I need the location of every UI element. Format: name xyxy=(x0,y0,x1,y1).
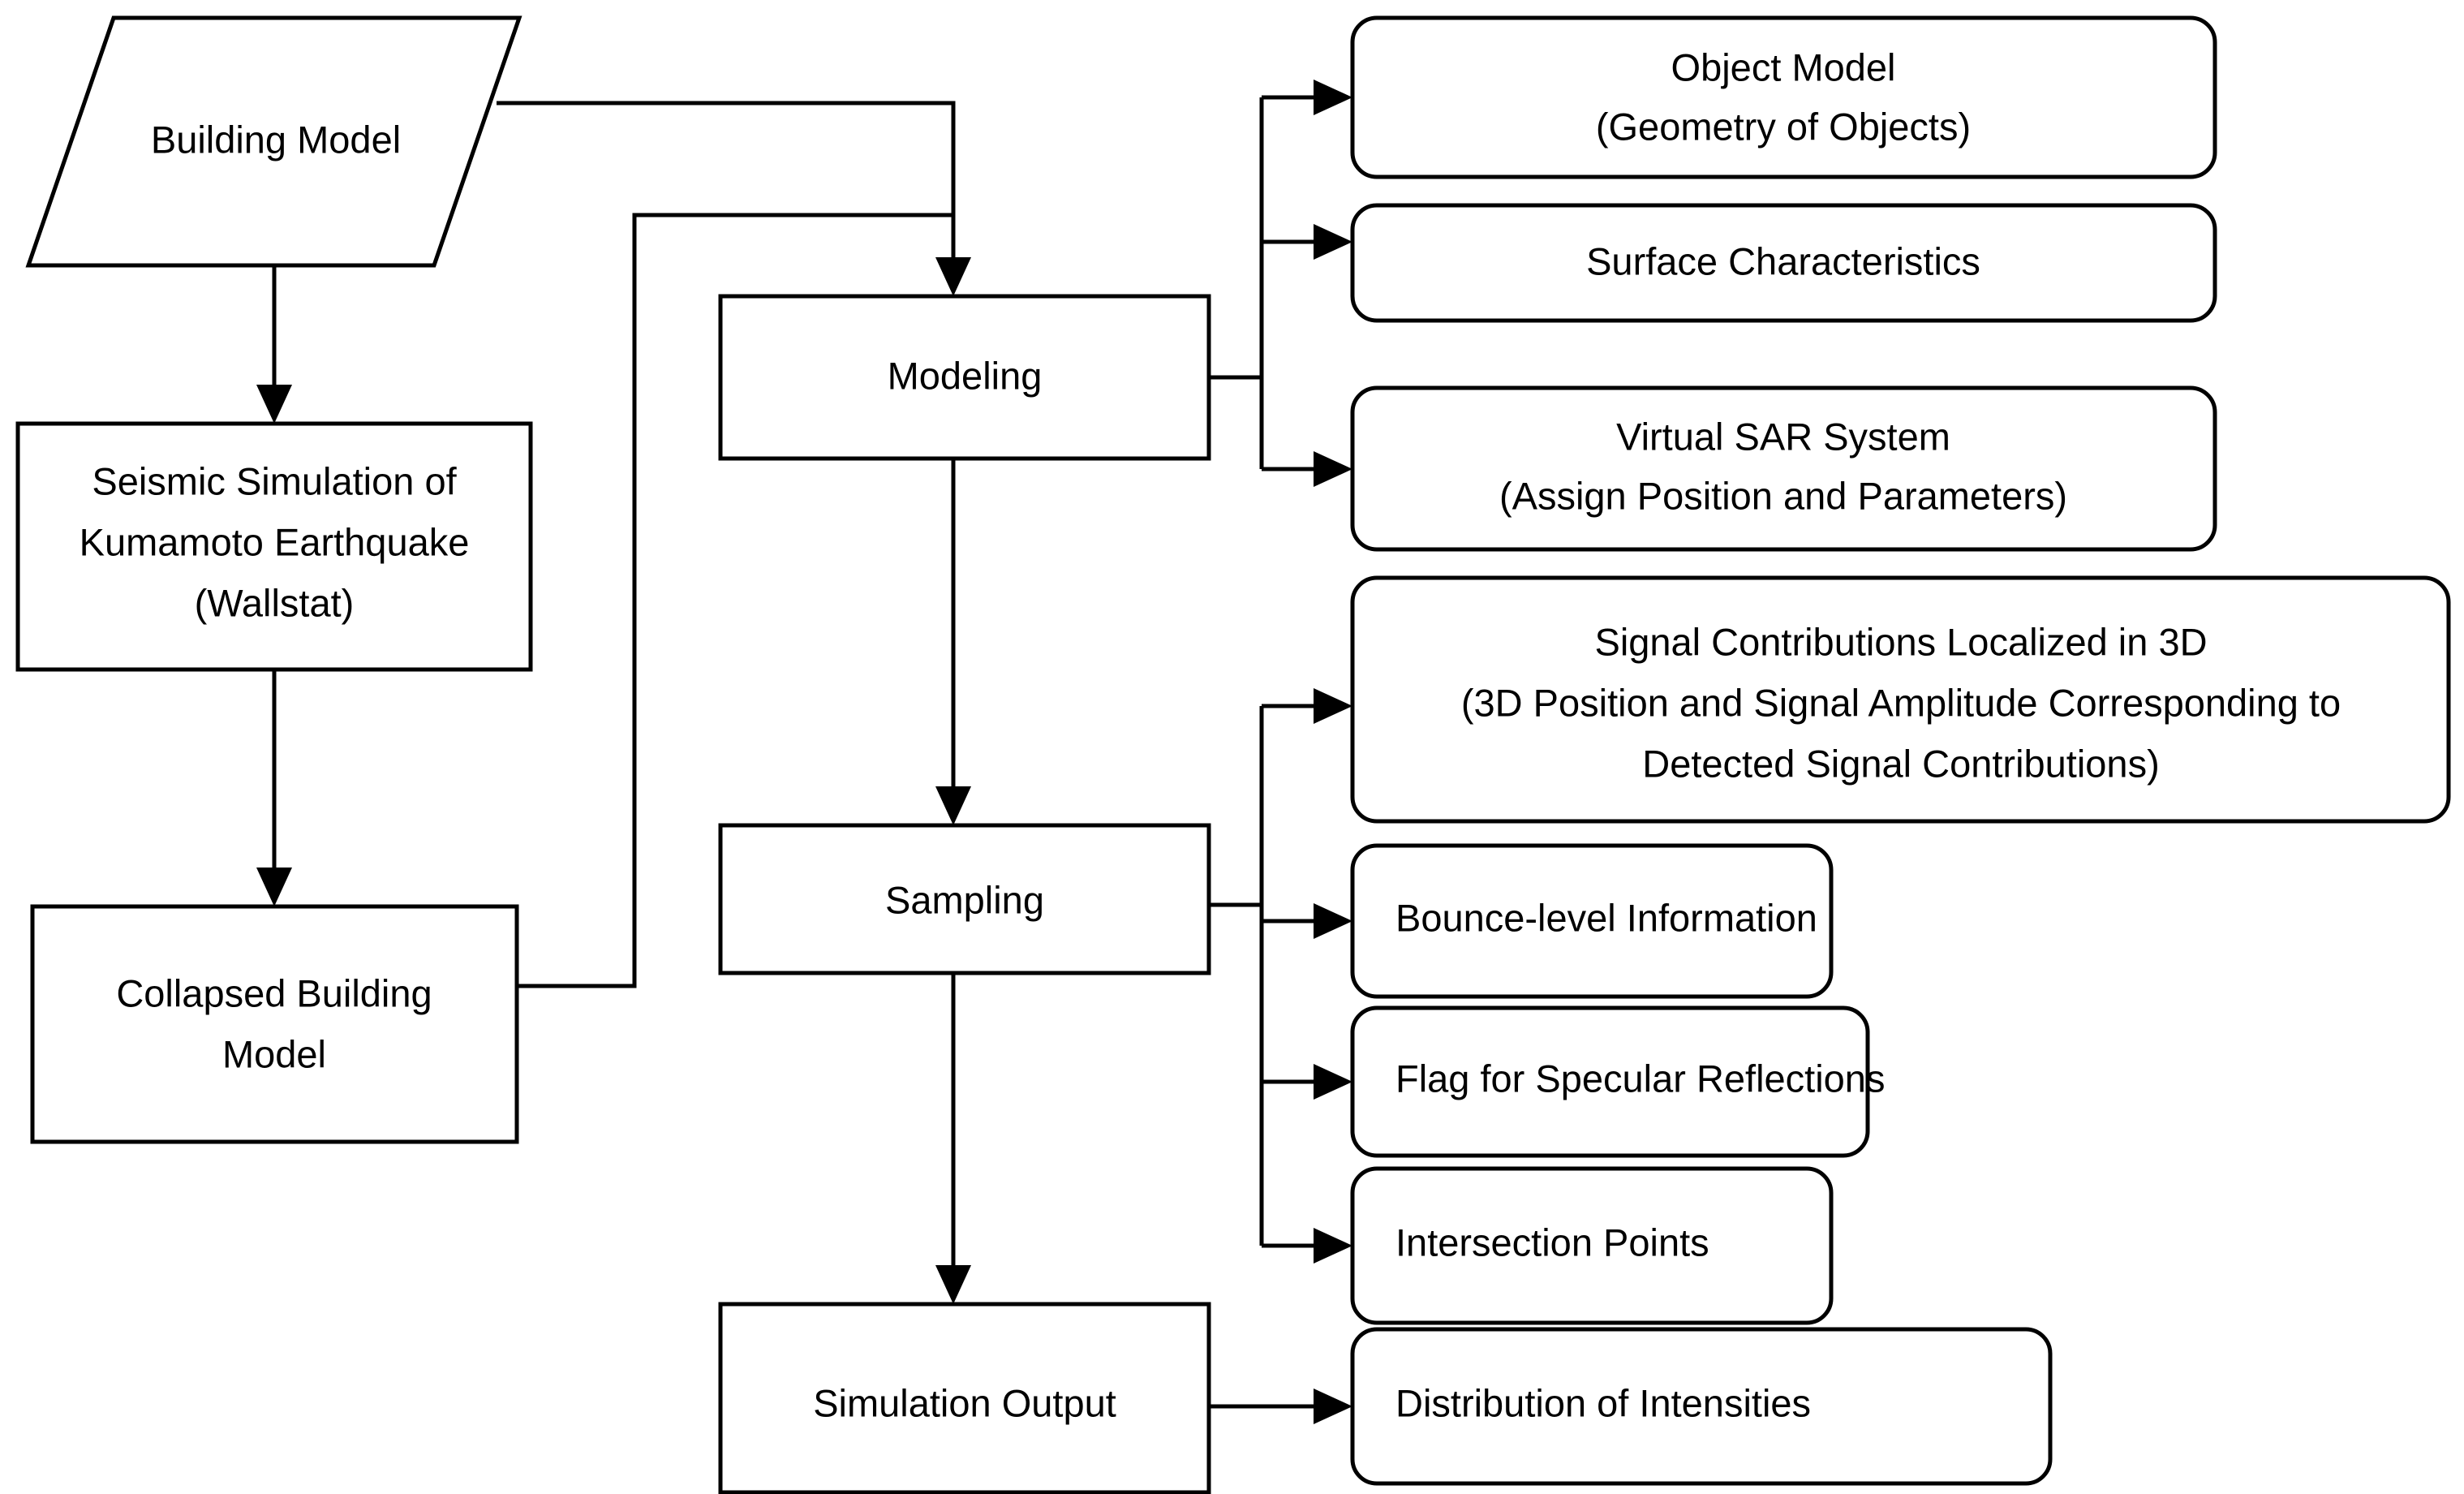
node-building-model[interactable]: Building Model xyxy=(25,15,522,268)
virtual-sar-system-shape xyxy=(1350,385,2217,552)
bounce-level-information-label: Bounce-level Information xyxy=(1395,896,1817,939)
object-model-line1: Object Model xyxy=(1671,45,1896,88)
signal-contributions-line2: (3D Position and Signal Amplitude Corres… xyxy=(1461,681,2341,724)
arrow-head-to-modeling xyxy=(935,257,971,296)
node-intersection-points[interactable]: Intersection Points xyxy=(1350,1166,1834,1325)
arrow-head-signal-contributions xyxy=(1314,688,1352,724)
arrow-head-surface-characteristics xyxy=(1314,224,1352,260)
intersection-points-shape xyxy=(1350,1166,1834,1325)
node-signal-contributions[interactable]: Signal Contributions Localized in 3D (3D… xyxy=(1350,575,2451,824)
object-model-shape xyxy=(1350,15,2217,179)
signal-contributions-shape xyxy=(1350,575,2451,824)
arrow-head-modeling-to-sampling xyxy=(935,786,971,825)
node-bounce-level-information[interactable]: Bounce-level Information xyxy=(1350,843,1834,999)
arrow-head-seismic-to-collapsed xyxy=(256,868,292,906)
simulation-output-shape xyxy=(718,1302,1211,1494)
collapsed-building-model-line2: Model xyxy=(222,1032,326,1075)
arrow-head-sampling-to-simulation-output xyxy=(935,1265,971,1304)
signal-contributions-line1: Signal Contributions Localized in 3D xyxy=(1594,620,2207,663)
arrow-head-bounce-level xyxy=(1314,903,1352,939)
seismic-simulation-line1: Seismic Simulation of xyxy=(92,459,457,502)
surface-characteristics-label: Surface Characteristics xyxy=(1586,239,1980,282)
flag-specular-reflections-shape xyxy=(1350,1005,1870,1158)
modeling-label: Modeling xyxy=(888,354,1043,397)
distribution-of-intensities-shape xyxy=(1350,1327,2053,1486)
distribution-of-intensities-label: Distribution of Intensities xyxy=(1395,1381,1811,1424)
simulation-output-label: Simulation Output xyxy=(813,1381,1116,1424)
node-surface-characteristics[interactable]: Surface Characteristics xyxy=(1350,203,2217,323)
surface-characteristics-shape xyxy=(1350,203,2217,323)
node-simulation-output[interactable]: Simulation Output xyxy=(718,1302,1211,1494)
arrow-head-virtual-sar xyxy=(1314,451,1352,487)
arrow-head-flag-specular xyxy=(1314,1064,1352,1100)
edge-building-model-to-modeling xyxy=(497,101,956,268)
bounce-level-information-shape xyxy=(1350,843,1834,999)
node-modeling[interactable]: Modeling xyxy=(718,294,1211,461)
collapsed-building-model-shape xyxy=(30,904,519,1144)
seismic-simulation-shape xyxy=(15,421,533,672)
sampling-shape xyxy=(718,823,1211,975)
arrow-head-intersection-points xyxy=(1314,1228,1352,1264)
virtual-sar-system-line1: Virtual SAR System xyxy=(1616,415,1950,458)
node-sampling[interactable]: Sampling xyxy=(718,823,1211,975)
edge-collapsed-to-modeling xyxy=(517,213,953,988)
sampling-label: Sampling xyxy=(885,878,1044,921)
flag-specular-reflections-label: Flag for Specular Reflections xyxy=(1395,1057,1885,1100)
signal-contributions-line3: Detected Signal Contributions) xyxy=(1642,742,2159,785)
node-virtual-sar-system[interactable]: Virtual SAR System (Assign Position and … xyxy=(1350,385,2217,552)
seismic-simulation-line2: Kumamoto Earthquake xyxy=(80,520,470,563)
modeling-shape xyxy=(718,294,1211,461)
arrow-head-object-model xyxy=(1314,80,1352,115)
virtual-sar-system-line2: (Assign Position and Parameters) xyxy=(1499,474,2067,517)
intersection-points-label: Intersection Points xyxy=(1395,1221,1709,1264)
arrow-head-distribution xyxy=(1314,1389,1352,1424)
arrow-head-building-model-to-seismic xyxy=(256,385,292,424)
building-model-shape xyxy=(25,15,522,268)
collapsed-building-model-line1: Collapsed Building xyxy=(116,971,432,1014)
node-object-model[interactable]: Object Model (Geometry of Objects) xyxy=(1350,15,2217,179)
node-flag-specular-reflections[interactable]: Flag for Specular Reflections xyxy=(1350,1005,1885,1158)
node-collapsed-building-model[interactable]: Collapsed Building Model xyxy=(30,904,519,1144)
building-model-label: Building Model xyxy=(151,118,401,161)
edge-layer xyxy=(256,80,1352,1424)
node-distribution-of-intensities[interactable]: Distribution of Intensities xyxy=(1350,1327,2053,1486)
seismic-simulation-line3: (Wallstat) xyxy=(195,581,355,624)
object-model-line2: (Geometry of Objects) xyxy=(1596,105,1971,148)
node-seismic-simulation[interactable]: Seismic Simulation of Kumamoto Earthquak… xyxy=(15,421,533,672)
